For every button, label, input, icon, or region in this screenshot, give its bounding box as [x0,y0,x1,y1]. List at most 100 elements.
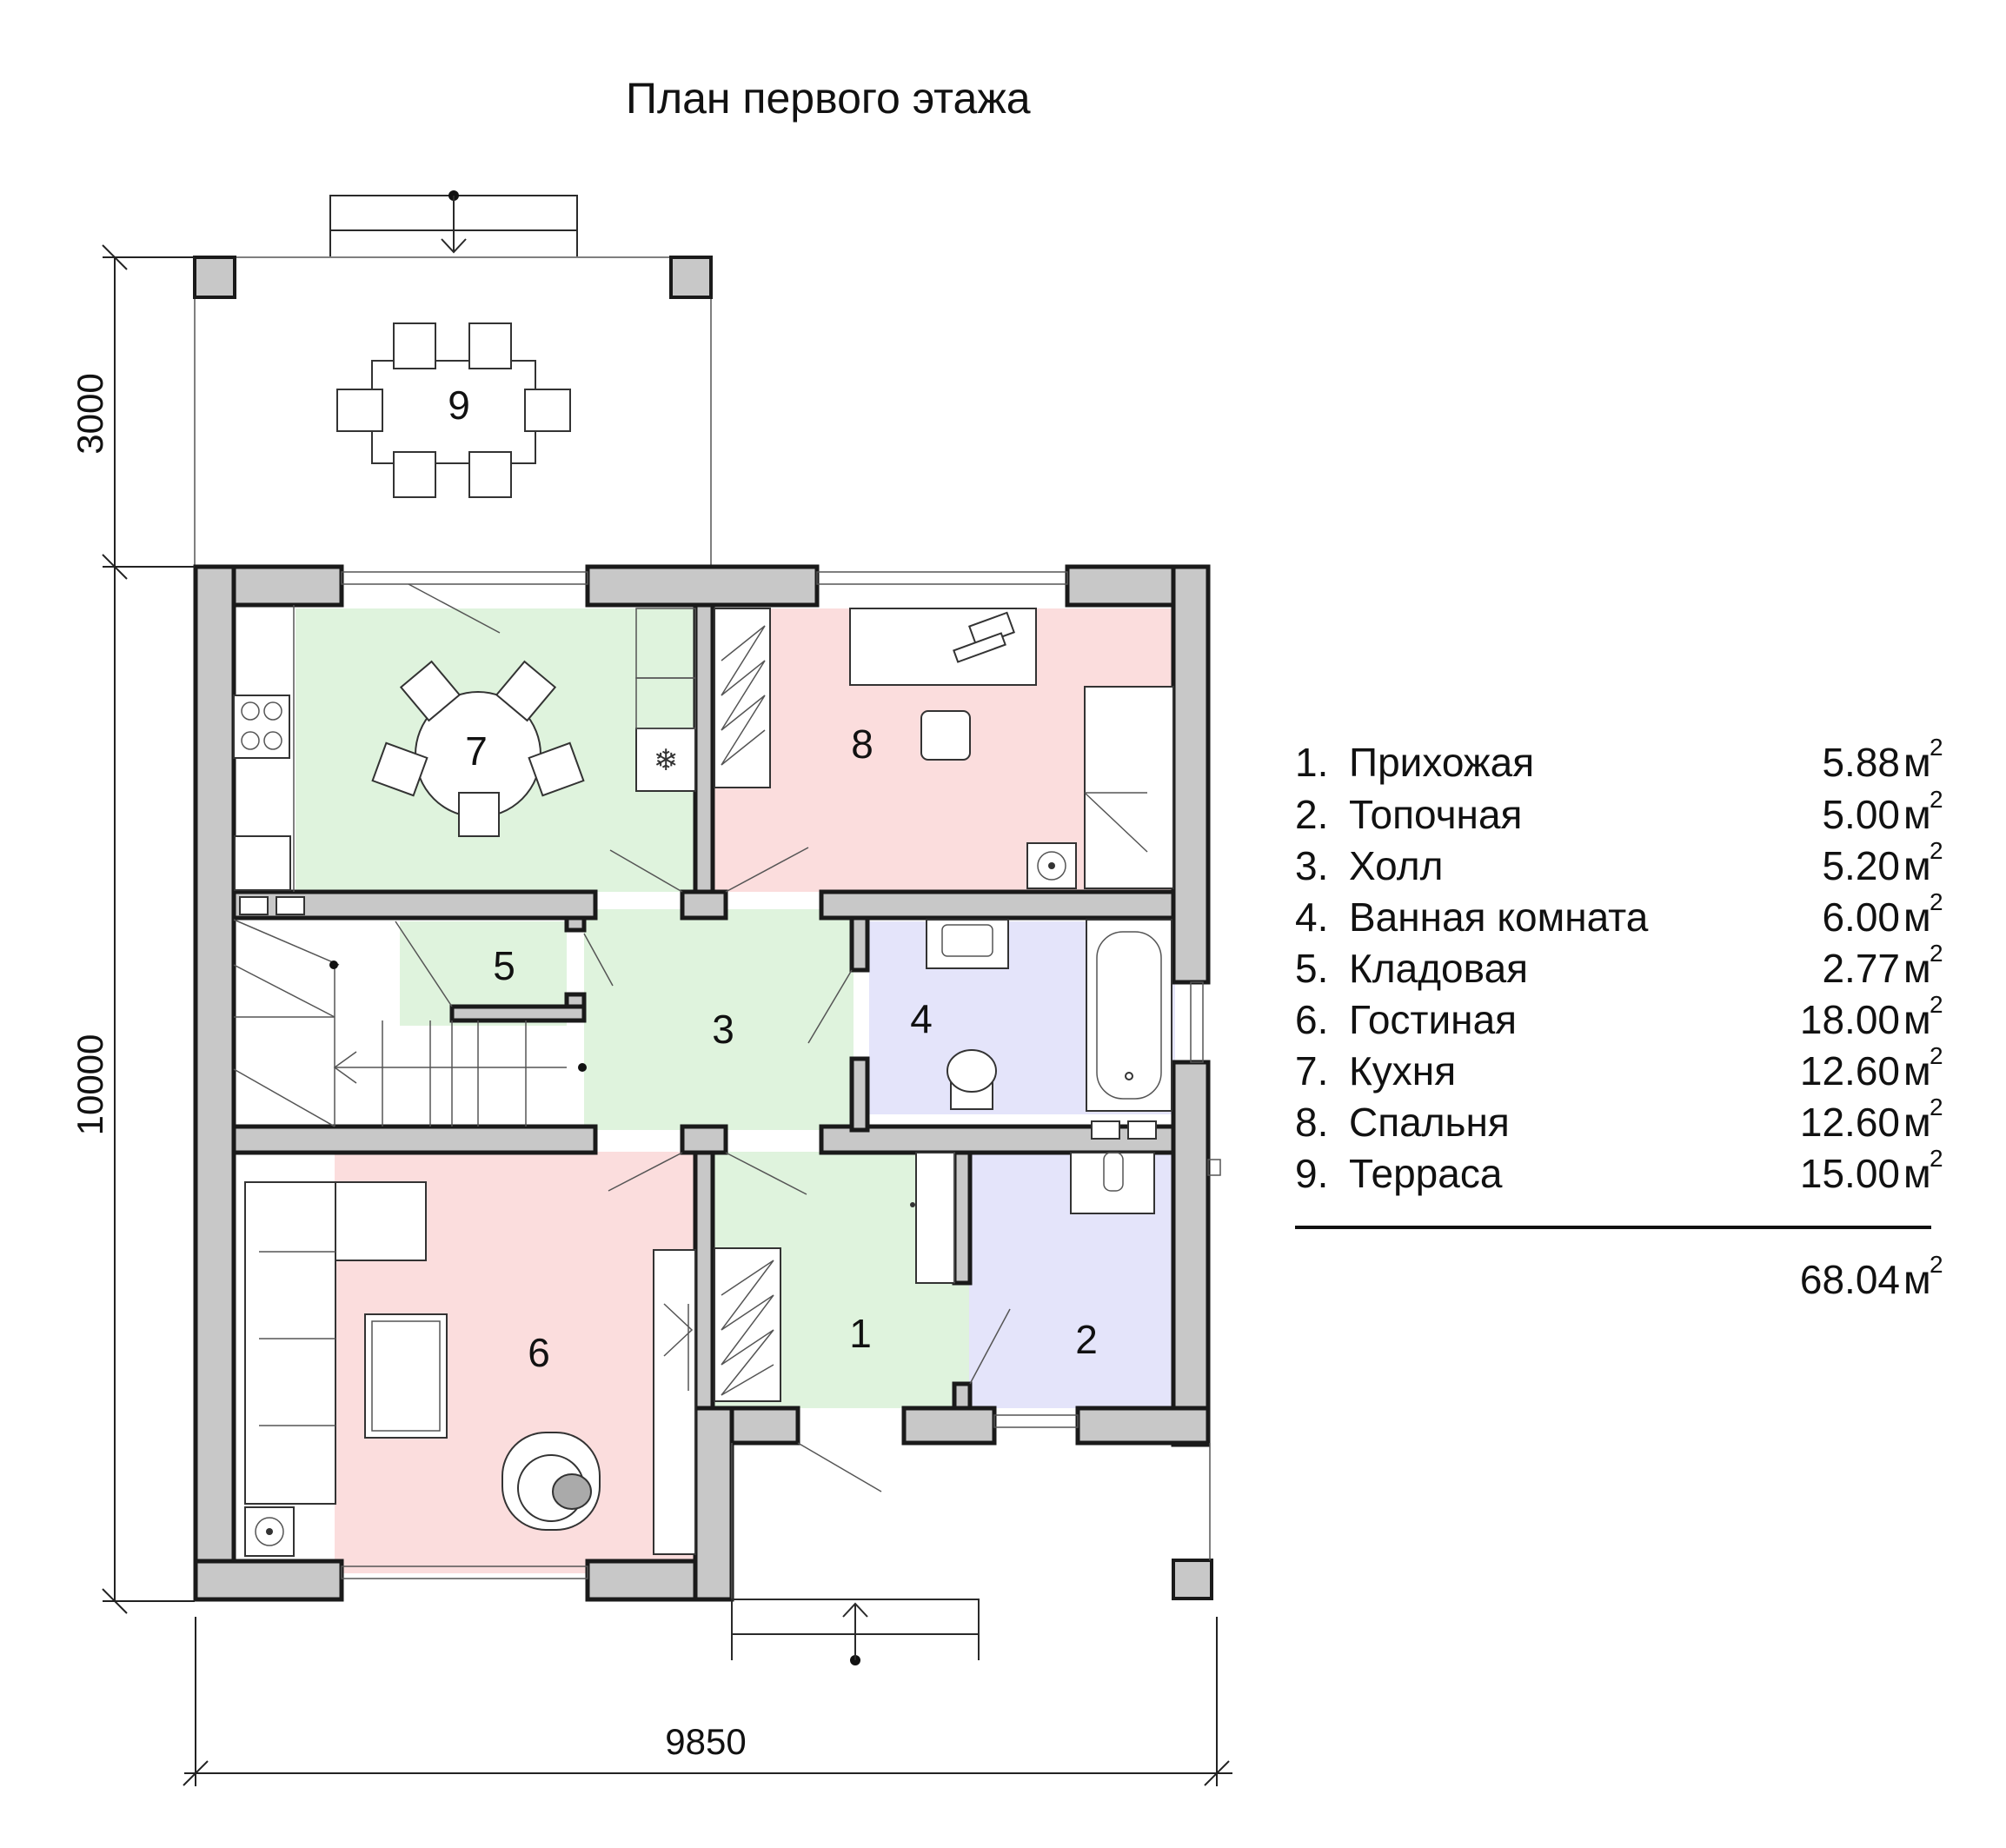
tv-stand [653,1249,696,1555]
legend-room-area: 2.77 [1822,946,1900,991]
entry-furniture [714,1152,955,1402]
svg-text:м: м [1903,1100,1931,1145]
svg-text:м: м [1903,740,1931,785]
entry-shoe-cabinet [915,1152,955,1284]
legend-room-name: Ванная комната [1349,894,1649,940]
svg-text:2: 2 [1930,734,1943,761]
bedroom-furniture [714,608,1174,889]
svg-text:7.: 7. [1295,1048,1328,1094]
svg-text:9.: 9. [1295,1151,1328,1196]
dim-house-width: 9850 [665,1721,746,1762]
room-number-3: 3 [712,1007,734,1052]
legend-room-area: 5.20 [1822,843,1900,888]
svg-text:4.: 4. [1295,894,1328,940]
legend-room-name: Гостиная [1349,997,1517,1042]
room-number-9: 9 [448,382,470,428]
kitchen-furniture: ❄ [233,605,696,915]
office-chair [920,710,971,761]
svg-text:8.: 8. [1295,1100,1328,1145]
svg-text:м: м [1903,792,1931,837]
svg-text:2: 2 [1930,940,1943,967]
svg-text:м: м [1903,1151,1931,1196]
walls [193,564,1213,1602]
room-3-hall-fill [584,909,854,1130]
room-number-4: 4 [910,996,933,1041]
svg-text:❄: ❄ [654,744,679,777]
legend-total-row: 68.04 м 2 [1800,1251,1943,1302]
svg-text:2: 2 [1930,837,1943,864]
corner-sofa [244,1181,336,1505]
room-number-2: 2 [1075,1317,1098,1362]
legend-room-name: Топочная [1349,792,1522,837]
svg-text:м: м [1903,1257,1931,1302]
room-number-6: 6 [528,1330,550,1375]
kitchen-sink-icon [234,835,291,891]
svg-text:2: 2 [1930,991,1943,1018]
legend-room-name: Терраса [1349,1151,1503,1196]
boiler-room-furniture [1070,1152,1221,1214]
terrace [193,190,713,567]
boiler-sink-icon [1070,1152,1155,1214]
plan-title: План первого этажа [626,74,1031,123]
dimension-lines [102,244,1232,1786]
room-number-8: 8 [851,721,873,767]
svg-text:2: 2 [1930,786,1943,813]
legend-room-area: 6.00 [1822,894,1900,940]
coffee-table [364,1313,448,1439]
bathtub-icon [1086,919,1172,1112]
legend-room-name: Прихожая [1349,740,1534,785]
bed [1084,686,1174,889]
svg-text:м: м [1903,997,1931,1042]
porch-column [1172,1559,1213,1600]
svg-text:2: 2 [1930,1094,1943,1120]
legend-row: 2. Топочная 5.00 м 2 [1295,786,1943,837]
living-room-furniture [244,1181,696,1557]
legend-row: 8. Спальня 12.60 м 2 [1295,1094,1943,1145]
legend-row: 1. Прихожая 5.88 м 2 [1295,734,1943,785]
svg-text:2: 2 [1930,1042,1943,1069]
legend-room-area: 15.00 [1800,1151,1900,1196]
legend-row: 5. Кладовая 2.77 м 2 [1295,940,1943,991]
bathroom-sink-icon [926,919,1009,969]
legend-row: 3. Холл 5.20 м 2 [1295,837,1943,888]
legend-room-area: 12.60 [1800,1100,1900,1145]
stairs [233,919,587,1127]
svg-text:6.: 6. [1295,997,1328,1042]
svg-text:м: м [1903,894,1931,940]
svg-text:м: м [1903,1048,1931,1094]
legend-row: 7. Кухня 12.60 м 2 [1295,1042,1943,1094]
svg-text:5.: 5. [1295,946,1328,991]
svg-text:1.: 1. [1295,740,1328,785]
door-swings [408,583,1011,1492]
svg-text:м: м [1903,843,1931,888]
entry-wardrobe [714,1247,781,1402]
legend-room-area: 5.00 [1822,792,1900,837]
legend-room-area: 12.60 [1800,1048,1900,1094]
fridge-icon [635,728,696,792]
dim-house-depth: 10000 [70,1034,110,1136]
svg-text:2: 2 [1930,888,1943,915]
legend-room-area: 18.00 [1800,997,1900,1042]
legend-row: 9. Терраса 15.00 м 2 [1295,1145,1943,1196]
legend-room-name: Кухня [1349,1048,1456,1094]
room-number-7: 7 [465,728,488,774]
legend-row: 4. Ванная комната 6.00 м 2 [1295,888,1943,940]
stove-icon [233,695,290,759]
legend-room-name: Кладовая [1349,946,1528,991]
svg-text:м: м [1903,946,1931,991]
svg-text:2.: 2. [1295,792,1328,837]
legend-row: 6. Гостиная 18.00 м 2 [1295,991,1943,1042]
room-number-1: 1 [849,1311,872,1356]
legend-room-name: Спальня [1349,1100,1510,1145]
dim-terrace-depth: 3000 [70,373,110,454]
legend-room-name: Холл [1349,843,1443,888]
svg-text:2: 2 [1930,1251,1943,1278]
area-legend: 1. Прихожая 5.88 м 2 2. Топочная 5.00 м … [1295,734,1943,1302]
terrace-column-left [193,256,236,299]
bathroom-furniture [926,919,1172,1140]
svg-text:2: 2 [1930,1145,1943,1172]
svg-text:3.: 3. [1295,843,1328,888]
room-number-5: 5 [493,943,515,988]
